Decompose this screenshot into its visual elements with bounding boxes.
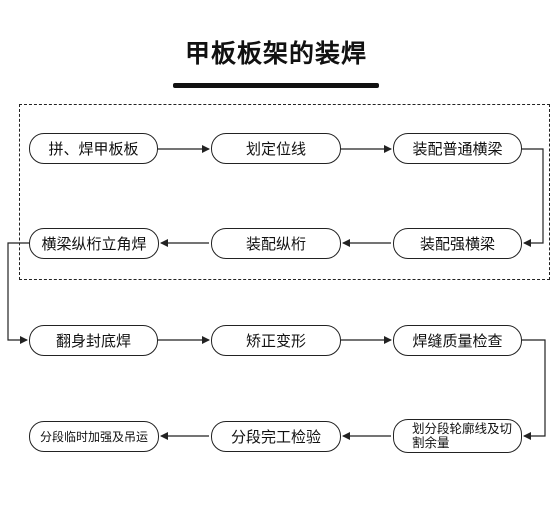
node-beam-girder-fillet-weld: 横梁纵桁立角焊 xyxy=(29,228,159,259)
node-flip-back-weld: 翻身封底焊 xyxy=(29,325,158,356)
dashed-group-boundary xyxy=(19,104,550,280)
connector-n3-n6 xyxy=(522,148,544,247)
title-underline xyxy=(173,83,379,88)
node-section-completion-inspection: 分段完工检验 xyxy=(211,421,341,452)
node-temporary-reinforce-hoist: 分段临时加强及吊运 xyxy=(29,421,159,452)
node-mark-positioning-lines: 划定位线 xyxy=(211,133,341,164)
node-assemble-strong-beams: 装配强横梁 xyxy=(393,228,522,259)
node-mark-outline-cut-allowance: 划分段轮廓线及切割余量 xyxy=(393,419,522,453)
node-weld-quality-inspection: 焊缝质量检查 xyxy=(393,325,522,356)
page-title: 甲板板架的装焊 xyxy=(184,39,367,68)
node-assemble-ordinary-beams: 装配普通横梁 xyxy=(393,133,522,164)
connector-n9-n12 xyxy=(522,339,546,440)
connector-n4-n7 xyxy=(7,242,29,344)
node-correct-deformation: 矫正变形 xyxy=(211,325,341,356)
node-splice-weld-deck-plate: 拼、焊甲板板 xyxy=(29,133,158,164)
node-assemble-longitudinal-girders: 装配纵桁 xyxy=(211,228,341,259)
